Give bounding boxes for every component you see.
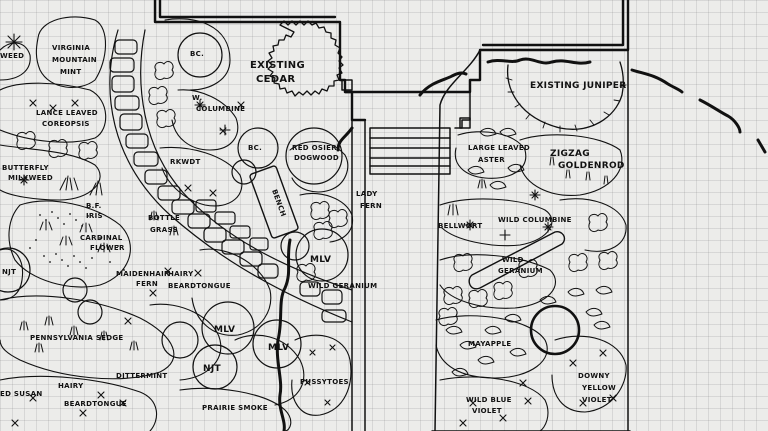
- label-wild-columbine: WILD COLUMBINE: [498, 216, 572, 224]
- shrub-bc-1: [177, 32, 223, 78]
- label-existing-cedar-1: EXISTING: [250, 60, 305, 71]
- label-wild: WILD: [502, 256, 524, 264]
- existing-juniper-canopy: [505, 61, 627, 133]
- log-outline: [468, 231, 566, 290]
- label-maidenhair: MAIDENHAIR: [116, 270, 170, 278]
- shrub-red-osier-dogwood: [285, 127, 343, 185]
- label-lady: LADY: [356, 190, 378, 198]
- label-prairie-smoke: PRAIRIE SMOKE: [202, 404, 268, 412]
- shrub-mlv-3: [252, 319, 302, 369]
- stone-circle: [62, 277, 88, 303]
- left-bed-outlines: [0, 16, 352, 431]
- label-njt-left: NJT: [2, 268, 16, 276]
- label-dogwood: DOGWOOD: [294, 154, 339, 162]
- label-mlv-1: MLV: [310, 255, 331, 265]
- label-pennsylvania-sedge: PENNSYLVANIA SEDGE: [30, 334, 123, 342]
- plant-labels: WEED VIRGINIA MOUNTAIN MINT LANCE LEAVED…: [0, 44, 626, 415]
- label-mlv-2: MLV: [214, 325, 235, 335]
- label-beardtongue-1: BEARDTONGUE: [168, 282, 231, 290]
- post-marker: [459, 117, 471, 129]
- label-fern: FERN: [360, 202, 382, 210]
- stone-path: [109, 29, 353, 323]
- label-bench: BENCH: [270, 188, 287, 218]
- existing-cedar-canopy: [267, 20, 344, 97]
- label-mint: MINT: [60, 68, 81, 76]
- label-existing-juniper: EXISTING JUNIPER: [530, 81, 626, 91]
- bench-outline: [249, 165, 299, 239]
- label-goldenrod: GOLDENROD: [558, 161, 625, 171]
- post-marker: [341, 79, 353, 91]
- label-butterfly: BUTTERFLY: [2, 164, 49, 172]
- shrub-circles: [0, 32, 581, 390]
- label-dittermint: DITTERMINT: [116, 372, 168, 380]
- label-existing-cedar-2: CEDAR: [256, 74, 295, 85]
- plant-x-marks: [11, 99, 617, 427]
- label-coreopsis: COREOPSIS: [42, 120, 90, 128]
- stipple-hatch: [29, 211, 125, 271]
- label-bc-top: BC.: [190, 50, 204, 58]
- label-w: W.: [192, 94, 202, 102]
- label-bellwort: BELLWORT: [438, 222, 482, 230]
- label-bottle: BOTTLE: [148, 214, 180, 222]
- label-njt-center: NJT: [203, 364, 221, 374]
- label-grass: GRASS: [150, 226, 178, 234]
- label-red-osier: RED OSIER: [292, 144, 337, 152]
- label-downy: DOWNY: [578, 372, 611, 380]
- shrub-bc-2: [237, 127, 279, 169]
- shrub-small: [231, 159, 257, 185]
- stone-circle: [77, 299, 103, 325]
- label-cardinal: CARDINAL: [80, 234, 123, 242]
- shrub-mlv-2: [201, 301, 255, 355]
- plant-star-marks: [5, 33, 554, 241]
- right-bed-border: [431, 49, 631, 431]
- label-mountain: MOUNTAIN: [52, 56, 97, 64]
- label-wild-geranium-center: WILD GERANIUM: [308, 282, 377, 290]
- label-fern-maidenhair: FERN: [136, 280, 158, 288]
- shrub-mlv-1: [295, 228, 349, 282]
- label-pussytoes: PUSSYTOES: [300, 378, 349, 386]
- label-mayapple: MAYAPPLE: [468, 340, 511, 348]
- label-violet-blue: VIOLET: [472, 407, 502, 415]
- shrub-small: [280, 231, 310, 261]
- label-bf: B.F.: [86, 202, 102, 210]
- label-beardtongue-2: BEARDTONGUE: [64, 400, 127, 408]
- mayapple-rock: [529, 304, 581, 356]
- shrub-njt-2: [0, 247, 31, 293]
- label-weed: WEED: [0, 52, 24, 60]
- shrub-njt-1: [192, 344, 238, 390]
- label-geranium: GERANIUM: [498, 267, 543, 275]
- label-columbine-left: COLUMBINE: [196, 105, 245, 113]
- label-large-leaved: LARGE LEAVED: [468, 144, 530, 152]
- shrub-small: [161, 321, 199, 359]
- label-iris: IRIS: [86, 212, 103, 220]
- porch-steps: [369, 127, 451, 175]
- grass-tuft-marks: [19, 156, 609, 353]
- house-outline: [153, 0, 630, 431]
- label-flower: FLOWER: [90, 244, 125, 252]
- label-ed-susan: ED SUSAN: [0, 390, 42, 398]
- label-virginia: VIRGINIA: [52, 44, 90, 52]
- plant-cloud-marks: [16, 61, 618, 327]
- label-hairy-1: HAIRY: [168, 270, 194, 278]
- label-milkweed: MILKWEED: [8, 174, 53, 182]
- label-rkwdt: RKWDT: [170, 158, 201, 166]
- label-hairy-2: HAIRY: [58, 382, 84, 390]
- label-bc-lower: BC.: [248, 144, 262, 152]
- label-mlv-3: MLV: [268, 343, 289, 353]
- label-lance-leaved: LANCE LEAVED: [36, 109, 98, 117]
- label-zigzag: ZIGZAG: [550, 149, 590, 159]
- label-wild-blue: WILD BLUE: [466, 396, 512, 404]
- leaf-marks: [445, 127, 613, 377]
- label-violet-downy: VIOLET: [582, 396, 612, 404]
- label-yellow: YELLOW: [581, 384, 616, 392]
- label-aster: ASTER: [478, 156, 505, 164]
- fence-lines: [275, 57, 767, 431]
